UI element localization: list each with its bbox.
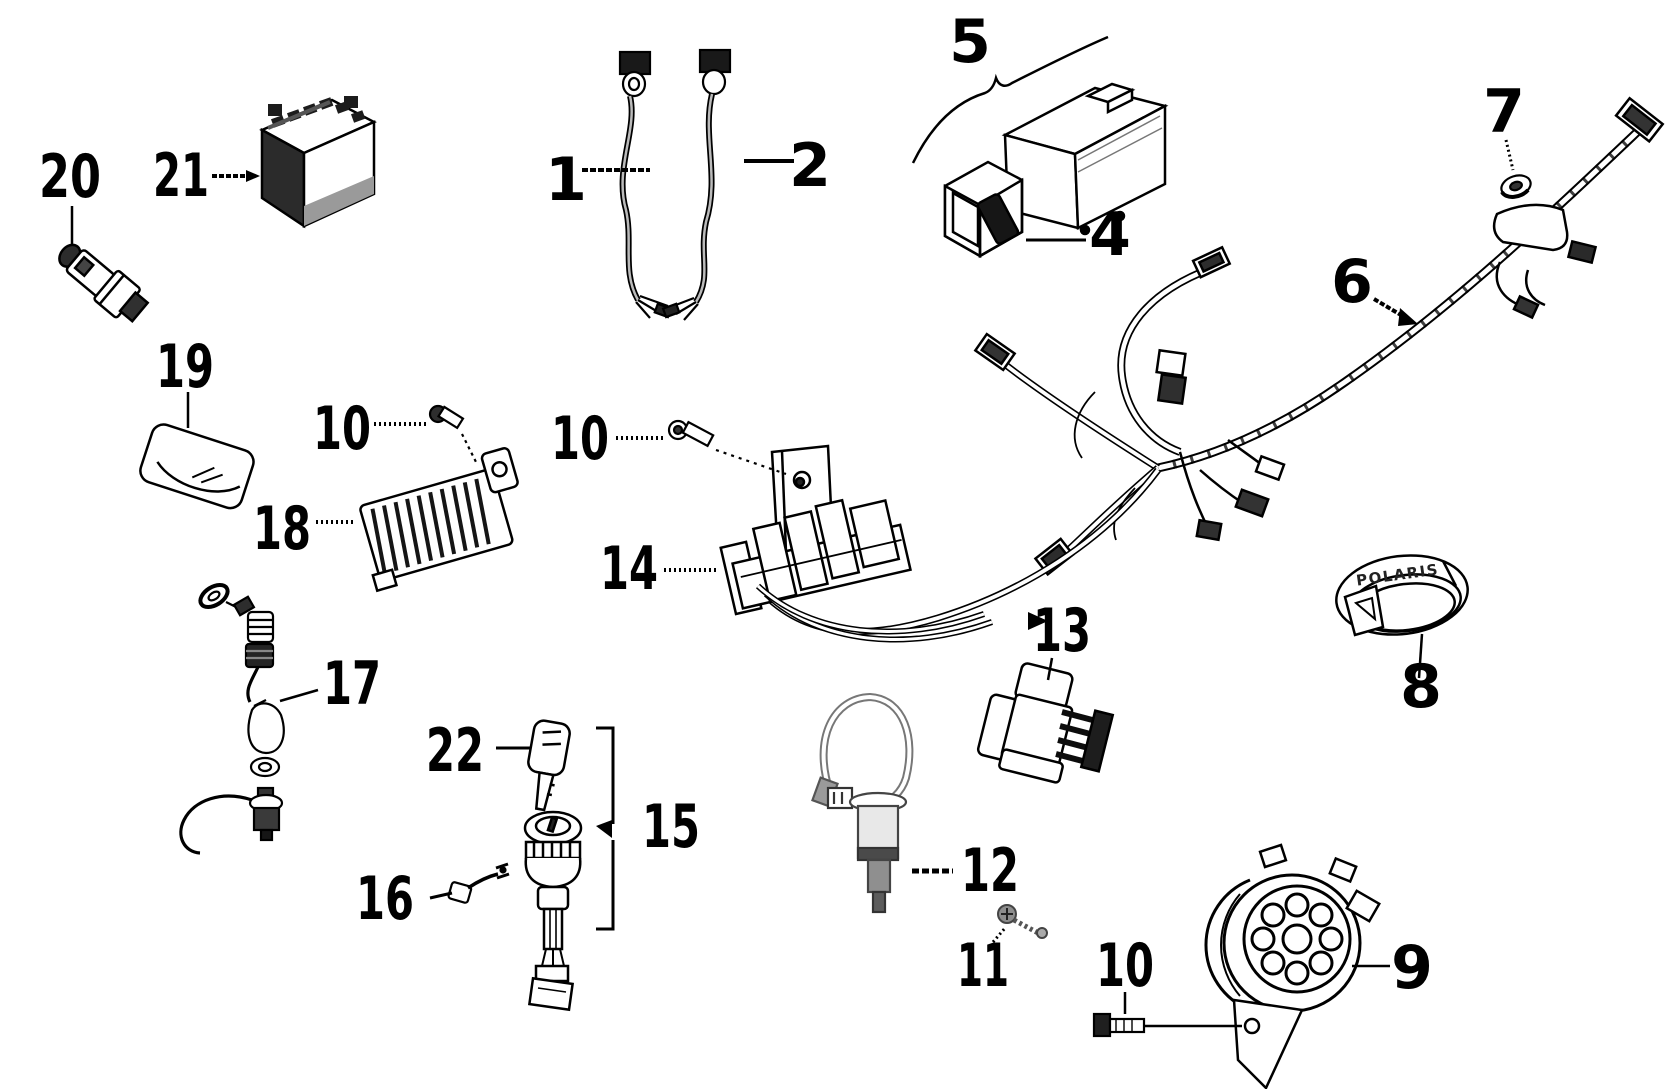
part-20-assembly <box>58 243 150 323</box>
clip-16 <box>447 862 510 904</box>
plug-cap-assembly <box>179 582 285 855</box>
callout-bolt-10b: 10 <box>551 404 609 474</box>
callout-cdi-5: 5 <box>949 7 991 77</box>
callout-harness-6: 6 <box>1331 247 1373 317</box>
callout-coil-12: 12 <box>961 836 1019 906</box>
polaris-bezel: POLARIS <box>1335 554 1469 637</box>
callout-solenoid-20: 20 <box>39 142 101 212</box>
bolt-10c <box>1092 1012 1242 1038</box>
regulator <box>359 447 519 593</box>
bolt-10b <box>667 419 787 476</box>
screw-11 <box>997 904 1048 939</box>
callout-cable-1: 1 <box>545 145 587 215</box>
callout-clip-16: 16 <box>356 864 414 934</box>
callout-cable-2: 2 <box>789 131 831 201</box>
battery-cable-1 <box>618 50 673 319</box>
bolt-10a <box>428 404 477 463</box>
wiring-harness <box>763 96 1665 636</box>
callout-regulator-18: 18 <box>253 494 311 564</box>
callout-flap-19: 19 <box>156 332 214 402</box>
callout-horn-9: 9 <box>1391 933 1433 1003</box>
cdi-box <box>1001 82 1169 236</box>
callout-key-22: 22 <box>426 716 484 786</box>
fuse-block-wires <box>755 583 994 643</box>
callout-labels: 1 2 4 5 6 7 8 9 10 10 10 11 12 13 14 15 … <box>39 7 1525 1003</box>
callout-switch-15: 15 <box>642 792 700 862</box>
ignition-coil <box>811 692 914 914</box>
harness-fastener-7 <box>1500 174 1532 199</box>
callout-connector-boot-4: 4 <box>1089 200 1131 270</box>
callout-fastener-7: 7 <box>1483 77 1525 147</box>
leader-lines <box>70 139 1515 1014</box>
key <box>527 719 571 812</box>
bracket-15 <box>596 726 615 931</box>
callout-bolt-10a: 10 <box>313 394 371 464</box>
fuse-block <box>719 498 912 616</box>
relay <box>976 662 1115 784</box>
cover-flap <box>139 423 255 510</box>
connector-boot <box>943 160 1024 259</box>
callout-bolt-10c: 10 <box>1096 931 1154 1001</box>
brace-5 <box>911 35 1109 164</box>
callout-relay-13: 13 <box>1033 596 1091 666</box>
battery <box>259 96 377 229</box>
callout-plug-cap-17: 17 <box>323 649 381 719</box>
callout-bezel-8: 8 <box>1400 652 1442 722</box>
callout-screw-11: 11 <box>957 931 1009 1001</box>
ignition-switch <box>523 810 583 1012</box>
callout-battery-21: 21 <box>153 141 209 211</box>
horn <box>1204 843 1381 1089</box>
callout-fuse-block-14: 14 <box>600 534 658 604</box>
battery-cable-2 <box>661 48 732 321</box>
